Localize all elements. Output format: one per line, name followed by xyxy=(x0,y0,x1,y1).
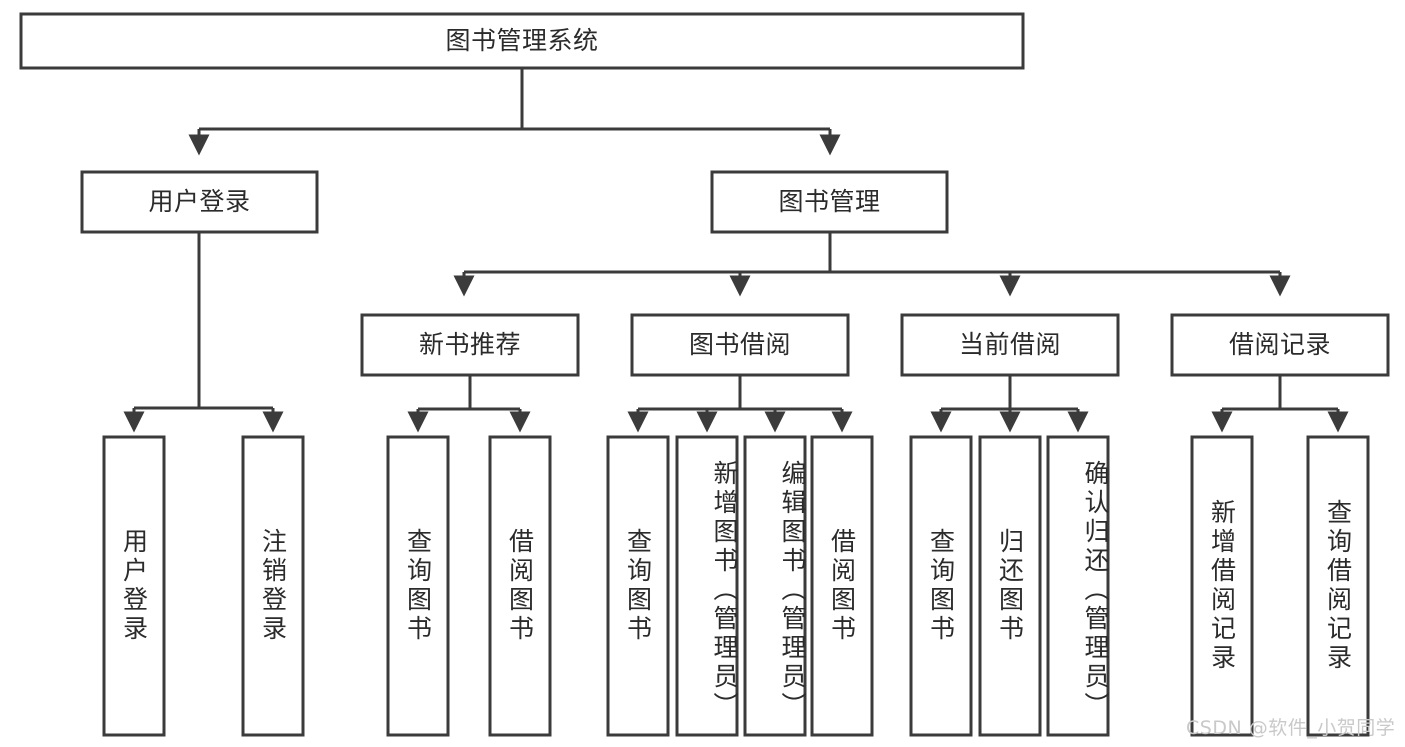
node-box-user-login[interactable] xyxy=(80,170,319,234)
node-box-leaf-borrow-book-1[interactable] xyxy=(488,435,552,737)
node-box-leaf-edit-book-admin[interactable] xyxy=(743,435,807,737)
node-box-leaf-add-record[interactable] xyxy=(1190,435,1254,737)
node-box-borrow-records[interactable] xyxy=(1170,313,1390,377)
node-box-leaf-user-login[interactable] xyxy=(102,435,166,737)
node-box-book-borrow[interactable] xyxy=(630,313,850,377)
node-box-book-management[interactable] xyxy=(710,170,949,234)
node-box-current-borrow[interactable] xyxy=(900,313,1120,377)
node-box-leaf-return-book[interactable] xyxy=(978,435,1042,737)
node-box-leaf-query-book-1[interactable] xyxy=(386,435,450,737)
node-box-leaf-query-book-2[interactable] xyxy=(606,435,670,737)
node-box-root[interactable] xyxy=(19,12,1025,70)
node-box-leaf-query-record[interactable] xyxy=(1306,435,1370,737)
node-box-leaf-query-book-3[interactable] xyxy=(909,435,973,737)
node-box-leaf-borrow-book-2[interactable] xyxy=(810,435,874,737)
node-box-leaf-add-book-admin[interactable] xyxy=(675,435,739,737)
node-box-leaf-logout[interactable] xyxy=(241,435,305,737)
node-box-leaf-confirm-return-admin[interactable] xyxy=(1046,435,1110,737)
node-box-new-book-recommend[interactable] xyxy=(360,313,580,377)
